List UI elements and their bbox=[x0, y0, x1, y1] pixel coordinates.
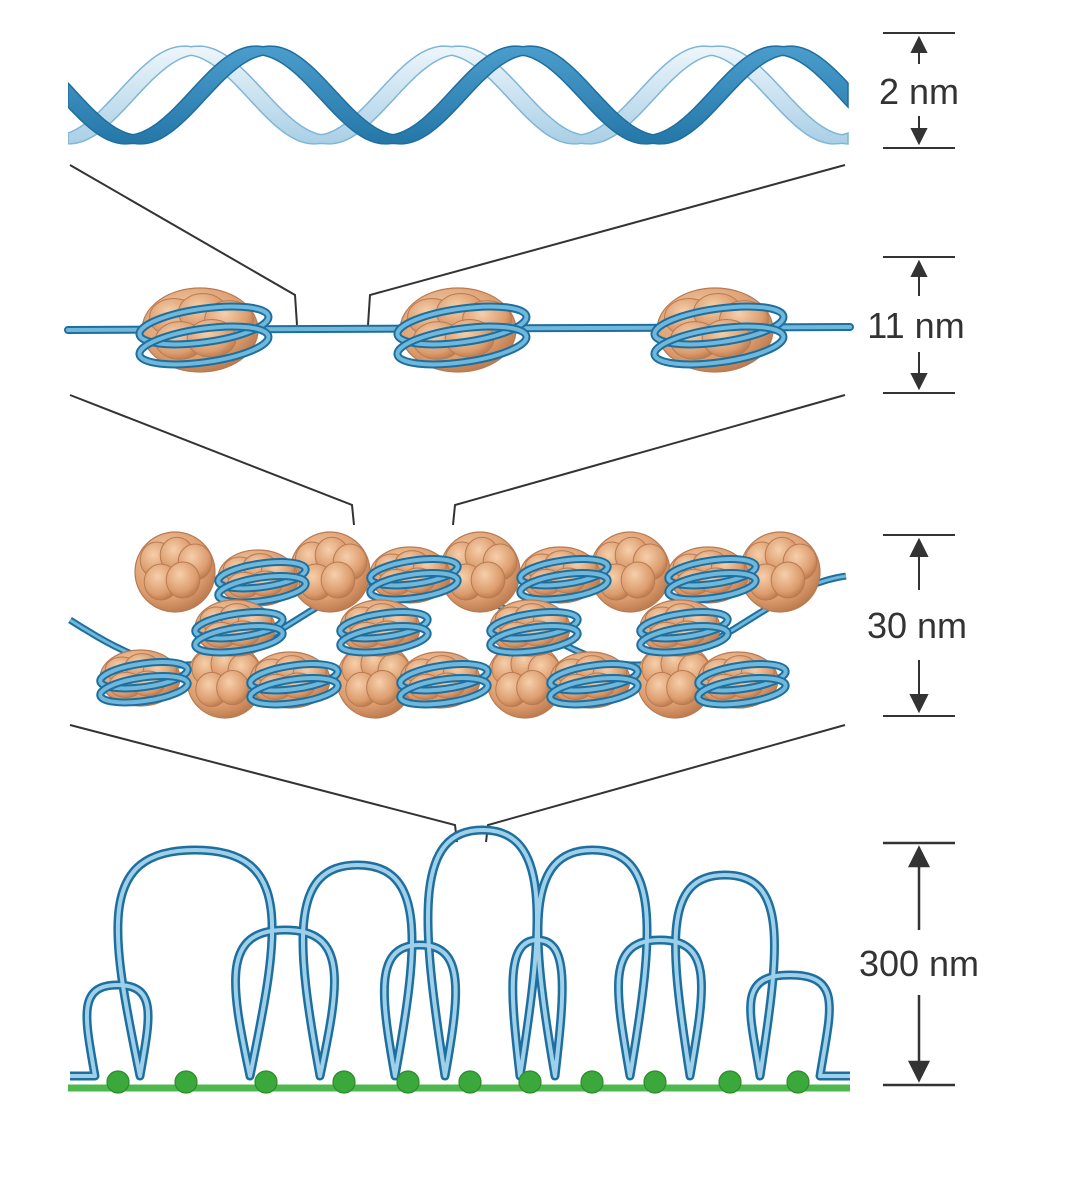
zoom-connector-2 bbox=[69, 394, 846, 526]
beads-on-string bbox=[64, 287, 854, 373]
fiber-core-top-5 bbox=[739, 531, 821, 613]
scale-label-2nm: 2 nm bbox=[879, 71, 959, 112]
nucleosome-wrap-1 bbox=[135, 302, 273, 369]
fiber-wrap-8 bbox=[636, 608, 732, 657]
fiber-core-bottom-3 bbox=[486, 641, 564, 719]
fiber-wrap-13 bbox=[694, 660, 790, 709]
fiber-wrap-10 bbox=[246, 660, 342, 709]
scaffold-protein-10 bbox=[718, 1070, 742, 1094]
fiber-wrap-12 bbox=[546, 660, 642, 709]
fiber-core-top-2 bbox=[289, 531, 371, 613]
fiber-core-top-3 bbox=[439, 531, 521, 613]
looped-domains bbox=[68, 825, 850, 1094]
fiber-core-top-1 bbox=[134, 531, 216, 613]
scaffold-protein-9 bbox=[643, 1070, 667, 1094]
scaffold-protein-11 bbox=[786, 1070, 810, 1094]
scaffold-protein-1 bbox=[106, 1070, 130, 1094]
scale-label-11nm: 11 nm bbox=[867, 305, 964, 346]
scale-label-30nm: 30 nm bbox=[867, 605, 967, 646]
scale-bar-11nm bbox=[883, 256, 955, 394]
scaffold-protein-6 bbox=[458, 1070, 482, 1094]
fiber-wrap-5 bbox=[191, 608, 287, 657]
fiber-wrap-7 bbox=[486, 608, 582, 657]
scale-bar-2nm bbox=[883, 32, 955, 149]
fiber-wrap-3 bbox=[516, 555, 612, 604]
fiber-wrap-6 bbox=[336, 608, 432, 657]
fiber-core-bottom-2 bbox=[336, 641, 414, 719]
scaffold-protein-8 bbox=[580, 1070, 604, 1094]
scale-label-300nm: 300 nm bbox=[859, 943, 979, 984]
dna-double-helix bbox=[68, 45, 849, 145]
fiber-wrap-1 bbox=[214, 558, 310, 607]
chromatin-loop-fill bbox=[70, 828, 850, 1078]
fiber-wrap-9 bbox=[96, 658, 192, 707]
scaffold-protein-3 bbox=[254, 1070, 278, 1094]
zoom-connector-3 bbox=[69, 724, 846, 843]
fiber-wrap-4 bbox=[664, 555, 760, 604]
zoom-connector-1 bbox=[69, 164, 846, 326]
fiber-wrap-11 bbox=[396, 660, 492, 709]
scaffold-protein-5 bbox=[396, 1070, 420, 1094]
scale-bar-30nm bbox=[883, 534, 955, 717]
chromatin-loop-outline bbox=[70, 825, 850, 1081]
nucleosome-wrap-3 bbox=[650, 302, 788, 369]
fiber-wrap-2 bbox=[366, 555, 462, 604]
chromatin-fiber-30nm bbox=[68, 531, 847, 719]
nucleosome-wrap-2 bbox=[393, 302, 531, 369]
scaffold-protein-7 bbox=[518, 1070, 542, 1094]
scaffold-protein-2 bbox=[174, 1070, 198, 1094]
scale-bar-300nm bbox=[883, 841, 955, 1087]
scaffold-protein-4 bbox=[332, 1070, 356, 1094]
helix-strand-front bbox=[68, 45, 849, 145]
helix-strand-back bbox=[68, 45, 849, 145]
